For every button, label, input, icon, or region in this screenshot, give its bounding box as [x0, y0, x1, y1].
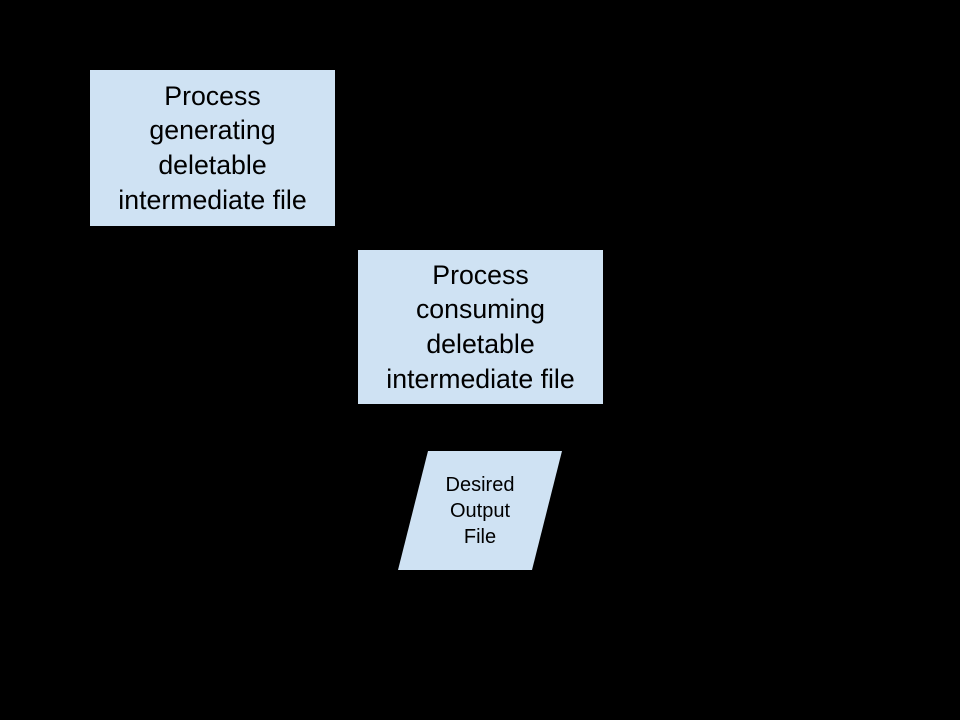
node-process-consuming-label: Process consuming deletable intermediate… — [386, 259, 575, 394]
node-process-generating: Process generating deletable intermediat… — [90, 70, 335, 226]
node-desired-output-file-label: Desired Output File — [445, 473, 515, 548]
node-desired-output-file: Desired Output File — [398, 451, 562, 570]
node-process-consuming: Process consuming deletable intermediate… — [358, 250, 603, 404]
node-process-generating-label: Process generating deletable intermediat… — [118, 80, 307, 215]
